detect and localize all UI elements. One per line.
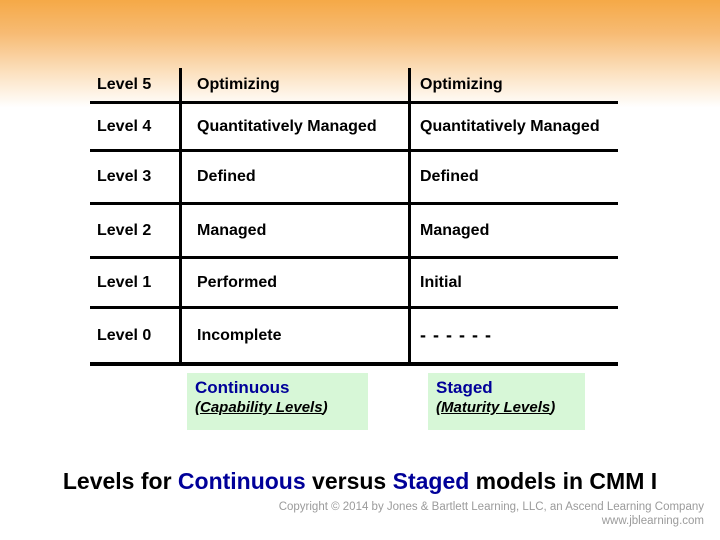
table-row-level-0: Level 0 Incomplete - - - - - - <box>90 309 618 362</box>
continuous-cell: Incomplete <box>197 326 282 344</box>
top-gradient-banner <box>0 0 720 112</box>
level-label: Level 3 <box>97 168 152 185</box>
caption-segment: models in CMM I <box>469 468 658 494</box>
legend-continuous: Continuous (Capability Levels) <box>187 373 368 430</box>
staged-cell: Defined <box>420 168 479 185</box>
level-label: Level 0 <box>97 326 152 344</box>
table-row-level-5: Level 5 Optimizing Optimizing <box>90 68 618 101</box>
level-label: Level 1 <box>97 273 152 291</box>
slide-caption: Levels for Continuous versus Staged mode… <box>0 468 720 495</box>
table-row-level-1: Level 1 Performed Initial <box>90 259 618 306</box>
level-label: Level 2 <box>97 221 152 239</box>
table-row-line-1 <box>90 101 618 104</box>
continuous-cell: Performed <box>197 273 278 291</box>
legend-continuous-subtitle: (Capability Levels) <box>195 398 368 418</box>
level-label: Level 4 <box>97 117 152 135</box>
copyright-line: Copyright © 2014 by Jones & Bartlett Lea… <box>278 501 704 513</box>
paren-open: ( <box>436 399 441 416</box>
table-row-line-4 <box>90 256 618 259</box>
copyright: Copyright © 2014 by Jones & Bartlett Lea… <box>279 501 704 528</box>
table-row-level-2: Level 2 Managed Managed <box>90 205 618 256</box>
table-row-level-4: Level 4 Quantitatively Managed Quantitat… <box>90 104 618 149</box>
staged-cell: Managed <box>420 221 490 239</box>
paren-close: ) <box>322 399 328 416</box>
paren-close: ) <box>550 399 556 416</box>
continuous-cell: Defined <box>197 168 256 185</box>
table-vertical-line-1 <box>179 68 182 366</box>
caption-segment: Levels for <box>62 468 178 494</box>
level-label: Level 5 <box>97 75 152 93</box>
paren-open: ( <box>195 399 200 416</box>
caption-segment: versus <box>305 468 393 494</box>
legend-staged-title: Staged <box>436 378 493 397</box>
legend-staged-sublabel: Maturity Levels <box>441 399 551 416</box>
continuous-cell: Optimizing <box>197 75 280 93</box>
legend-continuous-title: Continuous <box>195 378 290 397</box>
legend-staged: Staged (Maturity Levels) <box>428 373 585 430</box>
caption-segment-continuous: Continuous <box>177 468 306 494</box>
caption-segment-staged: Staged <box>392 468 470 494</box>
legend-staged-subtitle: (Maturity Levels) <box>436 398 585 418</box>
staged-cell: Quantitatively Managed <box>420 117 600 135</box>
continuous-cell: Managed <box>197 221 267 239</box>
staged-cell: Optimizing <box>420 75 503 93</box>
copyright-url: www.jblearning.com <box>601 514 704 527</box>
legend-continuous-sublabel: Capability Levels <box>200 399 323 416</box>
table-vertical-line-2 <box>408 68 411 366</box>
staged-cell-dashes: - - - - - - <box>420 325 492 345</box>
table-row-line-3 <box>90 202 618 205</box>
staged-cell: Initial <box>420 273 462 291</box>
table-row-line-2 <box>90 149 618 152</box>
table-bottom-line <box>90 362 618 366</box>
continuous-cell: Quantitatively Managed <box>197 117 377 135</box>
table-row-line-5 <box>90 306 618 309</box>
table-row-level-3: Level 3 Defined Defined <box>90 152 618 202</box>
